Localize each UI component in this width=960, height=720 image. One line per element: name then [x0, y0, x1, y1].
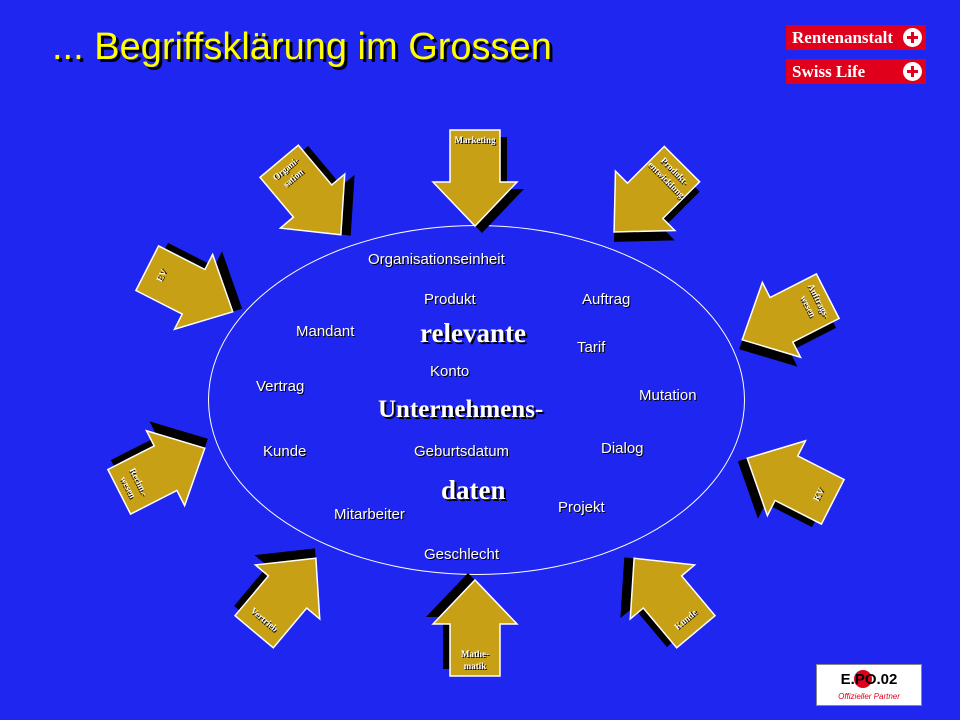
block-arrow-icon [233, 548, 321, 649]
block-arrow-icon [134, 242, 243, 331]
swisslife-logo: Swiss Life [786, 59, 926, 84]
term-mandant: Mandant [296, 323, 355, 340]
arrow-marketing: Marketing [423, 126, 527, 233]
arrow-rechnungswesen: Rechn.- wesen [92, 400, 232, 540]
arrow-vertrieb: Vertrieb [212, 522, 359, 669]
slide-title: ... Begriffsklärung im Grossen [52, 26, 552, 68]
expo-logo: E.PO.02 Offizieller Partner [816, 664, 922, 706]
arrow-organisation: Organi- sation [237, 125, 384, 272]
block-arrow-icon [258, 144, 355, 236]
block-arrow-icon [431, 129, 524, 233]
block-arrow-icon [620, 557, 717, 649]
arrow-mathematik: Mathe- matik [423, 573, 527, 680]
term-geschlecht: Geschlecht [424, 546, 500, 563]
center-text-relevante: relevante [420, 318, 526, 348]
term-dialog: Dialog [601, 440, 644, 457]
term-produkt: Produkt [424, 291, 476, 308]
arrow-kv: KV [720, 410, 860, 550]
term-kunde: Kunde [263, 443, 307, 460]
arrow-ev: EV [120, 220, 260, 360]
expo-logo-text: E.PO.02 [841, 671, 898, 688]
block-arrow-icon [426, 573, 519, 677]
expo-mark-icon: E.PO.02 [841, 670, 898, 688]
arrow-auftragswesen: Auftrags- wesen [715, 248, 855, 388]
block-arrow-icon [739, 272, 841, 367]
term-projekt: Projekt [558, 499, 605, 516]
center-text-unternehmens: Unternehmens- [378, 396, 544, 423]
term-mitarbeiter: Mitarbeiter [334, 506, 405, 523]
swiss-cross-icon [903, 62, 922, 81]
term-konto: Konto [430, 363, 470, 380]
arrow-produktentwicklung: Produkt- entwicklung [574, 124, 721, 271]
arrow-kunde: Kunde [592, 522, 739, 669]
term-geburtsdatum: Geburtsdatum [414, 443, 510, 460]
term-vertrag: Vertrag [256, 378, 305, 395]
rentenanstalt-logo-text: Rentenanstalt [792, 28, 894, 47]
rentenanstalt-logo: Rentenanstalt [786, 25, 926, 50]
term-auftrag: Auftrag [582, 291, 631, 308]
arrow-label-marketing: Marketing [454, 135, 496, 145]
block-arrow-icon [737, 439, 846, 528]
swisslife-logo-text: Swiss Life [792, 62, 866, 81]
block-arrow-icon [613, 145, 701, 242]
arrow-label-mathematik: Mathe- matik [461, 649, 489, 671]
expo-partner-text: Offizieller Partner [838, 692, 900, 701]
term-organisationseinheit: Organisationseinheit [368, 251, 505, 268]
term-tarif: Tarif [577, 339, 606, 356]
term-mutation: Mutation [639, 387, 697, 404]
center-text-daten: daten [441, 475, 506, 505]
swiss-cross-icon [903, 28, 922, 47]
block-arrow-icon [106, 421, 208, 516]
